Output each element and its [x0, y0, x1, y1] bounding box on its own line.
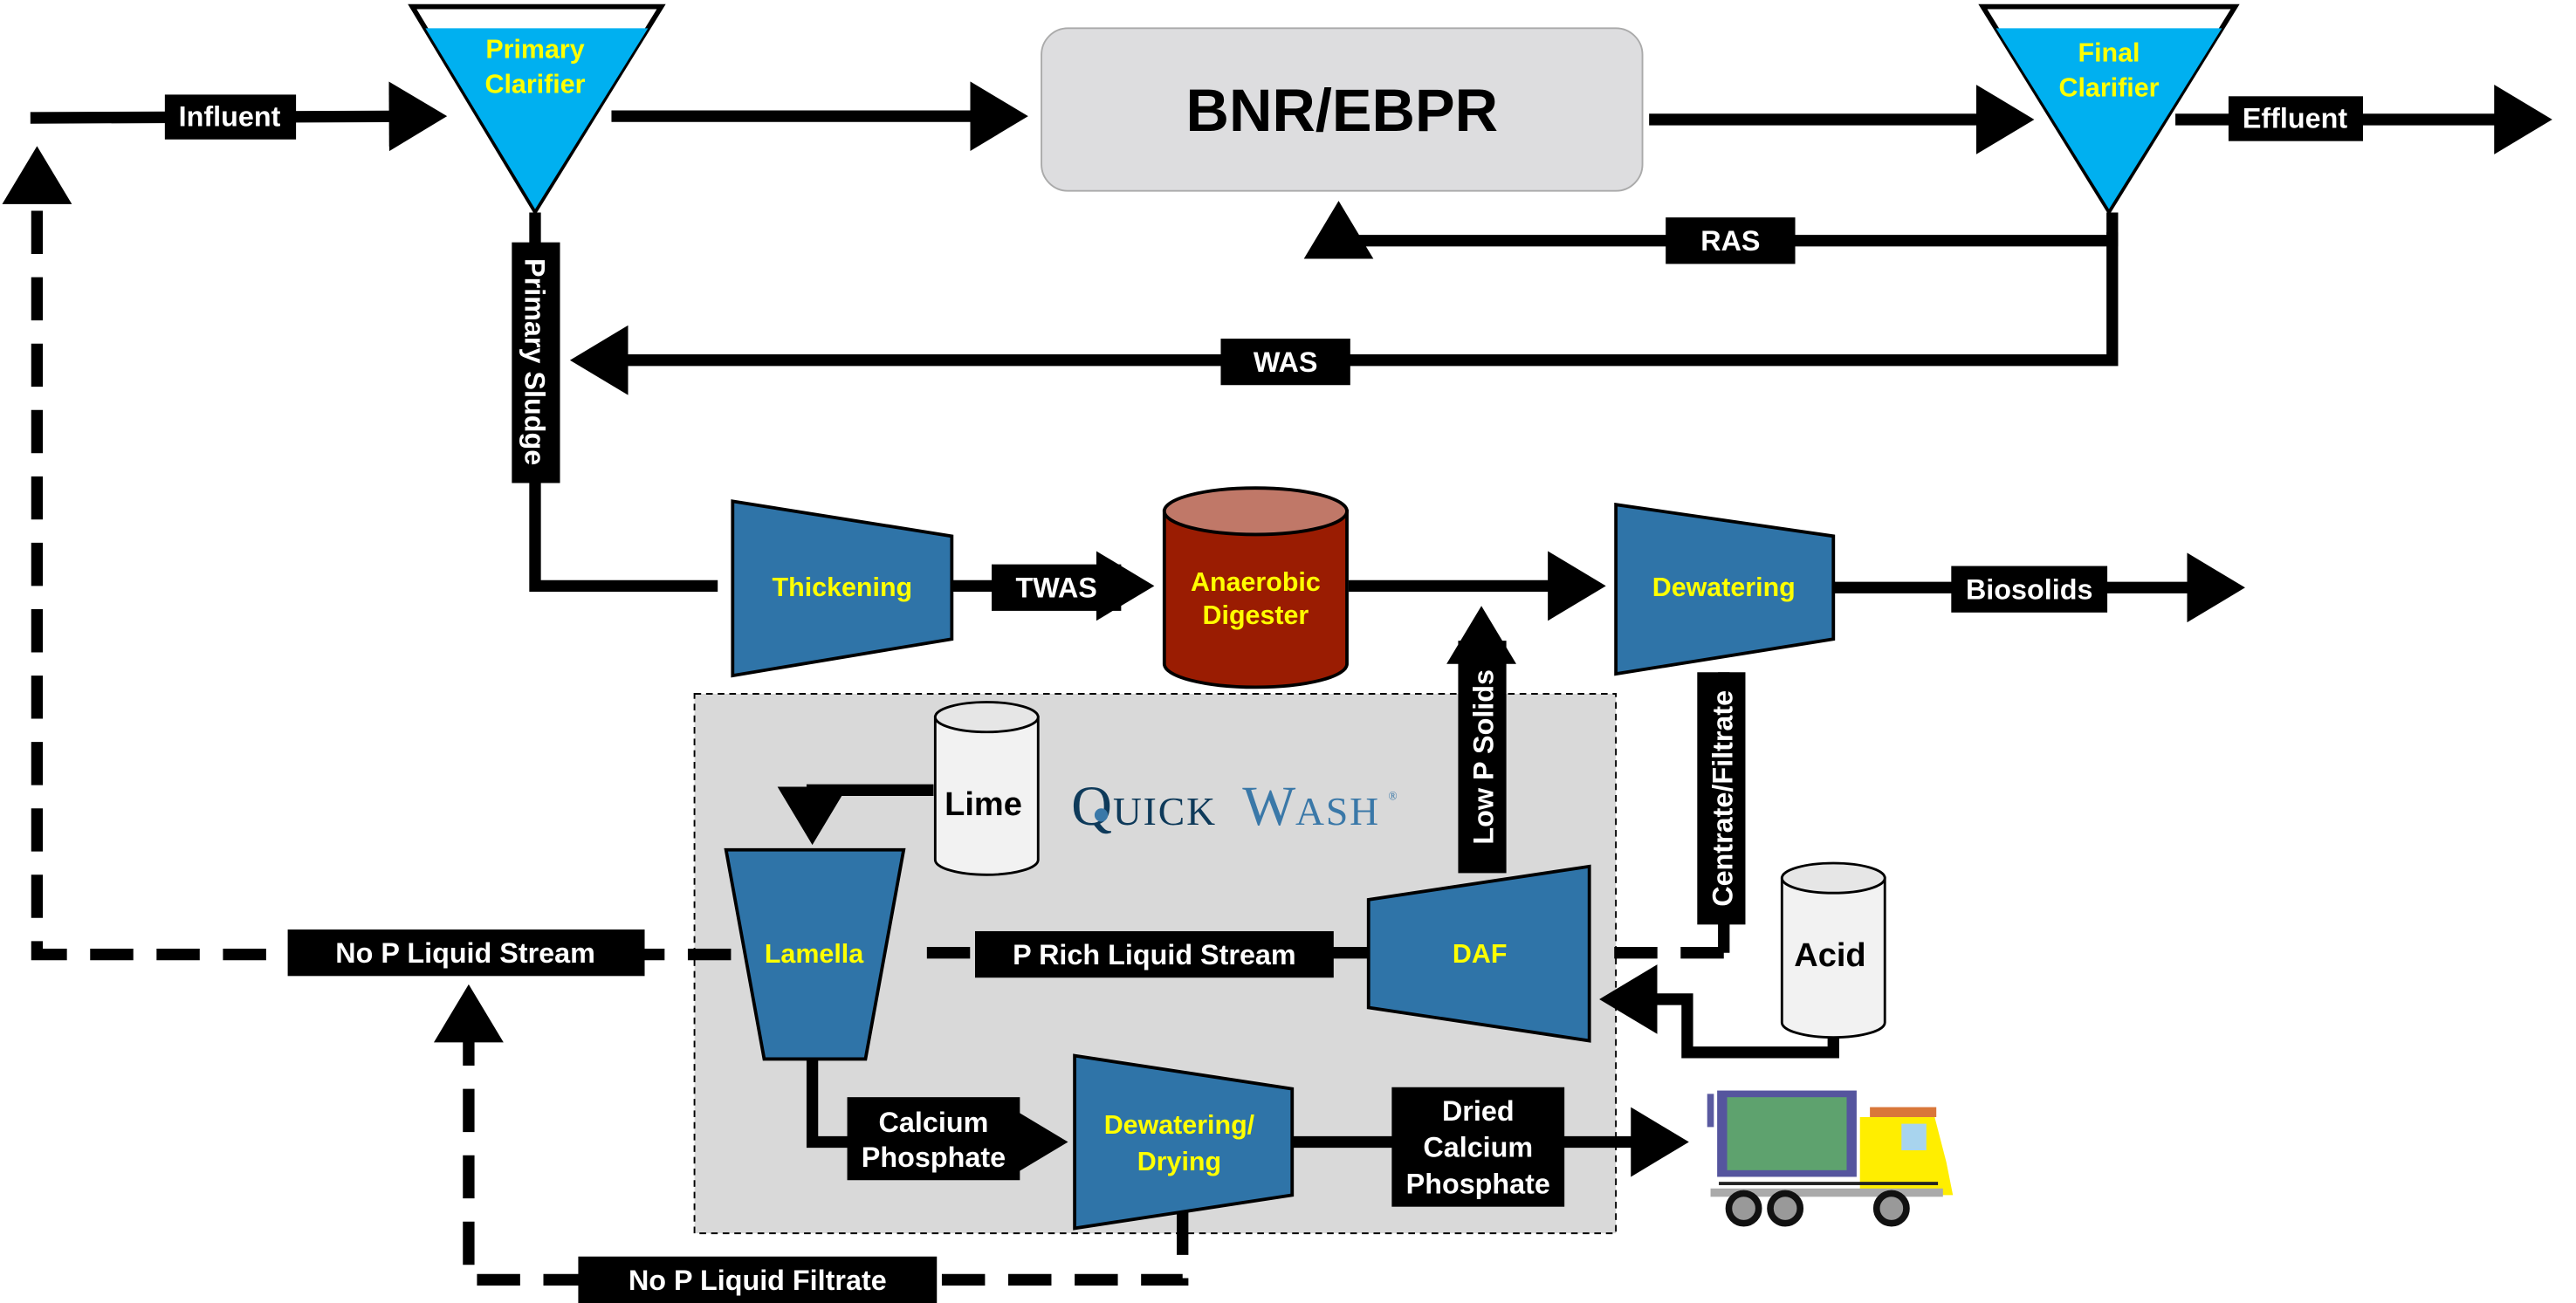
low-p-solids-tag: Low P Solids [1458, 641, 1507, 874]
calcium-phosphate-tag: Calcium Phosphate [847, 1097, 1020, 1181]
ras-label: RAS [1700, 225, 1760, 257]
p-rich-liquid-stream-tag: P Rich Liquid Stream [974, 930, 1334, 978]
drop-icon [1094, 808, 1109, 822]
daf-label: DAF [1453, 939, 1508, 969]
lamella-label: Lamella [765, 939, 864, 969]
centrate-tag: Centrate/Filtrate [1697, 672, 1746, 925]
was-flow [569, 232, 2119, 395]
influent-label: Influent [179, 101, 281, 133]
effluent-label: Effluent [2243, 102, 2348, 134]
lime-tank[interactable]: Lime [933, 701, 1040, 876]
no-p-liquid-filtrate-label: No P Liquid Filtrate [629, 1265, 887, 1296]
dewatering-drying-label-2: Drying [1137, 1147, 1221, 1176]
no-p-liquid-stream-label: No P Liquid Stream [335, 937, 595, 969]
acid-label: Acid [1794, 937, 1865, 974]
thickening-unit[interactable]: Thickening [731, 499, 954, 678]
digester-label-1: Anaerobic [1191, 567, 1321, 597]
no-p-liquid-return-flow [2, 146, 732, 961]
dried-calcium-phosphate-tag: Dried Calcium Phosphate [1391, 1087, 1565, 1207]
twas-tag: TWAS [992, 564, 1122, 611]
bnr-ebpr-unit[interactable]: BNR/EBPR [1041, 27, 1644, 192]
ras-tag: RAS [1666, 217, 1796, 264]
daf-unit[interactable]: DAF [1366, 864, 1591, 1043]
low-p-solids-label: Low P Solids [1467, 669, 1499, 845]
calcium-phosphate-label-1: Calcium [879, 1107, 989, 1138]
centrate-label: Centrate/Filtrate [1707, 690, 1738, 907]
primary-clarifier[interactable]: Primary Clarifier [408, 3, 666, 216]
bnr-ebpr-label: BNR/EBPR [1186, 77, 1499, 144]
brand-q: Q [1071, 774, 1112, 837]
digester-label-2: Digester [1203, 600, 1309, 630]
lime-label: Lime [945, 786, 1022, 823]
dewatering-drying-unit[interactable]: Dewatering/ Drying [1073, 1053, 1295, 1231]
no-p-liquid-filtrate-tag: No P Liquid Filtrate [578, 1256, 938, 1303]
brand-part1: UICK [1113, 789, 1217, 833]
lime-flow [777, 784, 934, 846]
effluent-tag: Effluent [2228, 96, 2363, 141]
biosolids-label: Biosolids [1966, 574, 2092, 606]
quickwash-logo: Q UICK W ASH ® [1071, 774, 1397, 837]
biosolids-tag: Biosolids [1951, 566, 2108, 613]
dried-cap-label-3: Phosphate [1406, 1168, 1550, 1199]
brand-w: W [1242, 774, 1295, 837]
was-label: WAS [1254, 346, 1318, 378]
primary-clarifier-label-2: Clarifier [484, 70, 585, 99]
p-rich-liquid-stream-label: P Rich Liquid Stream [1013, 939, 1296, 970]
dewatering-unit[interactable]: Dewatering [1614, 502, 1836, 676]
acid-tank[interactable]: Acid [1780, 861, 1886, 1039]
anaerobic-digester[interactable]: Anaerobic Digester [1162, 486, 1349, 689]
primary-sludge-label: Primary Sludge [519, 258, 551, 465]
no-p-liquid-stream-tag: No P Liquid Stream [287, 929, 645, 977]
acid-flow [1599, 964, 1839, 1059]
final-clarifier[interactable]: Final Clarifier [1978, 3, 2240, 216]
final-clarifier-label-2: Clarifier [2059, 72, 2160, 102]
was-tag: WAS [1220, 338, 1350, 386]
dewatering-label: Dewatering [1652, 573, 1796, 602]
final-clarifier-label-1: Final [2078, 38, 2140, 67]
dried-cap-label-2: Calcium [1423, 1132, 1533, 1163]
truck-icon [1707, 1090, 1954, 1227]
brand-mark: ® [1389, 790, 1398, 803]
dried-cap-label-1: Dried [1442, 1095, 1515, 1127]
primary-sludge-tag: Primary Sludge [512, 242, 560, 483]
primary-sludge-flow [529, 212, 718, 593]
primary-clarifier-label-1: Primary [485, 35, 584, 65]
lamella-unit[interactable]: Lamella [724, 847, 906, 1061]
brand-part2: ASH [1295, 789, 1380, 833]
calcium-phosphate-label-2: Phosphate [862, 1142, 1006, 1173]
thickening-label: Thickening [773, 573, 913, 602]
dewatering-drying-label-1: Dewatering/ [1104, 1110, 1255, 1140]
twas-label: TWAS [1015, 573, 1096, 604]
influent-tag: Influent [164, 94, 297, 140]
